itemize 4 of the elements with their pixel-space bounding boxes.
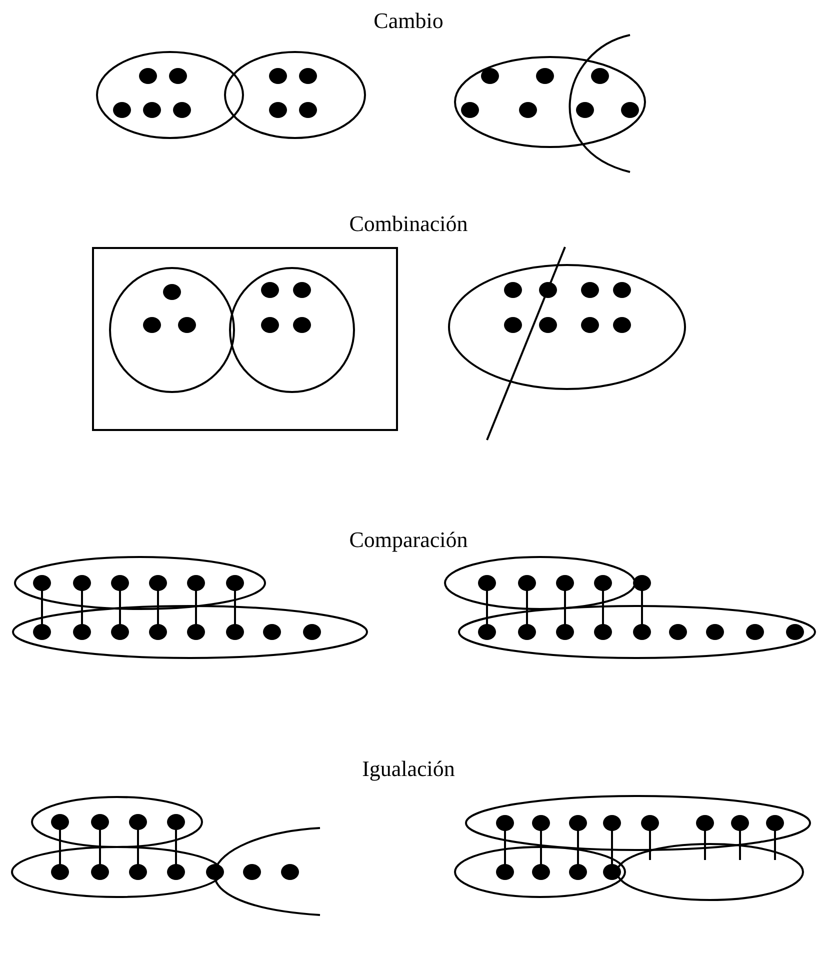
section-heading: Comparación xyxy=(349,527,468,553)
section-heading: Combinación xyxy=(349,211,468,237)
section-heading: Cambio xyxy=(374,8,444,34)
section-heading: Igualación xyxy=(362,756,455,782)
